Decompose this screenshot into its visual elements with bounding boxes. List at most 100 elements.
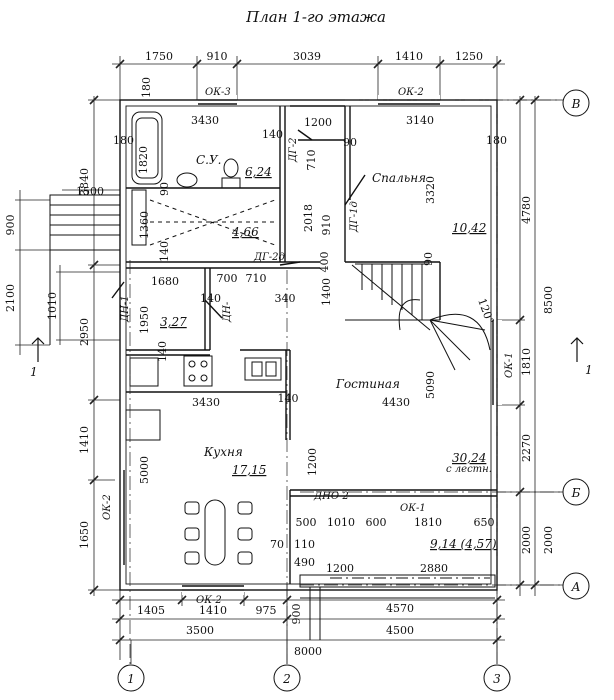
dim-int-29: 3430: [192, 396, 220, 409]
opening-dno2: ДНО-2: [313, 491, 349, 502]
dim-int-8: 3140: [406, 114, 434, 127]
dim-int-1: 180: [140, 77, 153, 98]
dim-int-34: 500: [296, 516, 317, 529]
dim-int-28: 140: [156, 341, 169, 362]
section-mark-right: 1: [585, 363, 593, 377]
dim-int-17: 1680: [151, 275, 179, 288]
opening-dg1a: ДГ-1д: [349, 201, 360, 233]
dim-int-43: 2880: [420, 562, 448, 575]
dim-left-mid-3: 2100: [4, 284, 17, 312]
dim-int-20: 400: [318, 252, 331, 273]
dim-left-3: 1410: [78, 426, 91, 454]
dim-int-9: 180: [486, 134, 507, 147]
front-steps: [299, 574, 496, 640]
axis-label-a: А: [570, 580, 580, 594]
dim-int-6: 1200: [304, 116, 332, 129]
opening-dg2: ДГ-2: [288, 138, 299, 164]
dim-total-width: 8000: [294, 645, 322, 658]
dining-table: [204, 499, 226, 566]
dim-int-4: 180: [113, 134, 134, 147]
dim-int-24: 1400: [320, 278, 333, 306]
dim-right-2: 1810: [520, 348, 533, 376]
dim-int-16: 3320: [424, 176, 437, 204]
dim-int-12: 1360: [138, 211, 151, 239]
opening-ok2-top: ОК-2: [398, 87, 424, 98]
dim-int-37: 1810: [414, 516, 442, 529]
dim-right-total: 8500: [542, 286, 555, 314]
dim-int-3: 1820: [137, 146, 150, 174]
axis-label-b: Б: [571, 486, 581, 500]
room-area-living: 30,24: [452, 451, 486, 465]
stove: [183, 355, 213, 387]
dim-int-22: 1950: [138, 306, 151, 334]
toilet: [221, 177, 241, 189]
plan-title: План 1-го этажа: [245, 8, 386, 26]
dim-left-mid-2: 900: [4, 215, 17, 236]
dim-int-5: 140: [262, 128, 283, 141]
dim-bottom-a3: 975: [256, 604, 277, 617]
axis-lines: [129, 99, 560, 664]
room-area-bedroom: 10,42: [452, 221, 486, 235]
walls: [111, 95, 502, 595]
dim-int-18: 700: [217, 272, 238, 285]
dim-int-41: 490: [294, 556, 315, 569]
opening-dg2a: ДГ-2д: [253, 252, 285, 263]
dim-bottom-b: 3500: [186, 624, 214, 637]
dim-int-27: 5090: [424, 371, 437, 399]
opening-dn1: ДН-1: [120, 295, 131, 323]
opening-ok1-right: ОК-1: [504, 352, 515, 378]
dim-right-1: 4780: [520, 196, 533, 224]
dim-right-4: 2000: [520, 526, 533, 554]
dim-bottom-d: 4570: [386, 602, 414, 615]
dim-left-1: 3840: [78, 168, 91, 196]
dim-int-44: 900: [290, 604, 303, 625]
dim-int-32: 5000: [138, 456, 151, 484]
axis-label-2: 2: [282, 672, 291, 686]
dim-int-40: 110: [294, 538, 315, 551]
dim-int-19: 710: [246, 272, 267, 285]
dim-int-39: 70: [270, 538, 284, 551]
room-area-kitchen: 17,15: [232, 463, 266, 477]
dim-int-11: 90: [158, 182, 171, 196]
dim-int-14: 2018: [302, 204, 315, 232]
dim-right-inner: 2000: [542, 526, 555, 554]
bathtub: [131, 111, 163, 185]
dim-int-13: 140: [158, 241, 171, 262]
room-area-terrace: 9,14 (4,57): [430, 537, 497, 551]
dim-left-4: 1650: [78, 521, 91, 549]
interior-dimensions: 180 3430 1820 180 140 1200 90 3140 180 7…: [113, 77, 507, 625]
opening-ok2-bottom: ОК-2: [196, 595, 222, 606]
room-name-living: Гостиная: [335, 377, 400, 391]
dim-int-15: 910: [320, 215, 333, 236]
opening-ok1-bottom: ОК-1: [400, 503, 426, 514]
dim-int-42: 1200: [326, 562, 354, 575]
axis-label-1: 1: [127, 672, 135, 686]
room-note-living: с лестн.: [446, 464, 492, 475]
section-mark-left: 1: [30, 365, 38, 379]
dim-top-2: 910: [207, 50, 228, 63]
room-area-small: 3,27: [160, 315, 187, 329]
section-markers: [31, 337, 584, 362]
dim-bottom-c: 4500: [386, 624, 414, 637]
dim-int-33: 1200: [306, 448, 319, 476]
dim-int-26: 120°: [475, 297, 496, 326]
room-area-su: 6,24: [245, 165, 272, 179]
dim-right-3: 2270: [520, 434, 533, 462]
dim-int-36: 600: [366, 516, 387, 529]
dim-int-35: 1010: [327, 516, 355, 529]
dim-bottom-a1: 1405: [137, 604, 165, 617]
dim-top-4: 1410: [395, 50, 423, 63]
dim-int-25: 90: [422, 252, 435, 266]
room-name-su: С.У.: [196, 153, 221, 167]
dim-int-30: 140: [278, 392, 299, 405]
room-area-hall: 4,66: [231, 225, 259, 239]
dim-int-38: 650: [474, 516, 495, 529]
room-name-kitchen: Кухня: [203, 445, 243, 459]
axis-label-3: 3: [493, 672, 501, 686]
fridge: [125, 409, 161, 441]
dim-int-10: 710: [305, 150, 318, 171]
opening-dn: ДН-: [222, 301, 233, 323]
opening-ok2-left: ОК-2: [102, 494, 113, 520]
kitchen-sink: [244, 357, 282, 381]
